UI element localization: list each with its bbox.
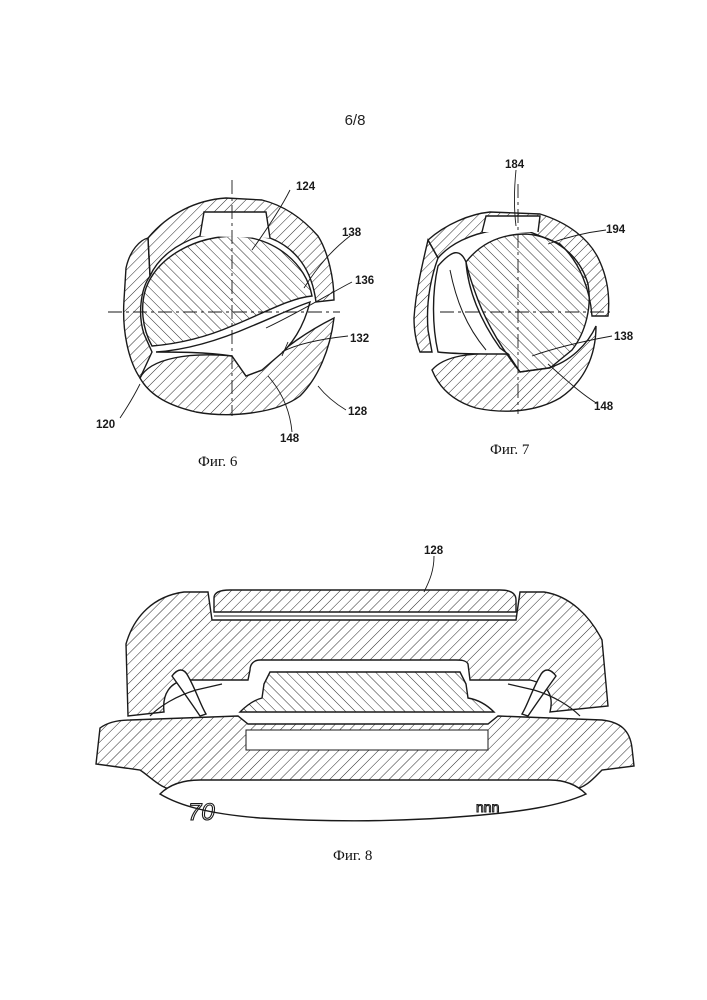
fig8-base-cavity <box>246 730 488 750</box>
fig6-label-124: 124 <box>296 181 316 193</box>
fig6-top-notch <box>200 212 270 238</box>
figure-8-labels: 128 <box>424 545 444 557</box>
fig8-label-128: 128 <box>424 545 444 557</box>
fig6-label-132: 132 <box>350 333 369 345</box>
fig7-label-194: 194 <box>606 224 626 236</box>
fig6-label-128: 128 <box>348 406 368 418</box>
fig7-label-148: 148 <box>594 401 614 413</box>
fig8-marking-70: 70 <box>188 799 215 826</box>
fig7-label-184: 184 <box>505 159 525 171</box>
fig6-label-138: 138 <box>342 227 362 239</box>
figure-6-caption: Фиг. 6 <box>198 454 237 471</box>
figure-7 <box>414 170 612 414</box>
fig8-inner-shelf <box>240 672 494 712</box>
figure-8-caption: Фиг. 8 <box>333 848 372 865</box>
fig6-label-136: 136 <box>355 275 374 287</box>
figure-6 <box>108 180 352 432</box>
fig7-label-138: 138 <box>614 331 634 343</box>
fig6-label-120: 120 <box>96 419 115 431</box>
figure-7-caption: Фиг. 7 <box>490 442 529 459</box>
fig6-label-148: 148 <box>280 433 300 445</box>
fig8-marking-nnn: nnn <box>476 799 499 815</box>
fig8-bottom-rim <box>160 780 586 821</box>
fig8-lower-base <box>96 716 634 790</box>
fig7-top-notch <box>482 216 540 232</box>
fig8-top-cap <box>214 590 516 612</box>
figure-8: 70 nnn <box>96 556 634 826</box>
